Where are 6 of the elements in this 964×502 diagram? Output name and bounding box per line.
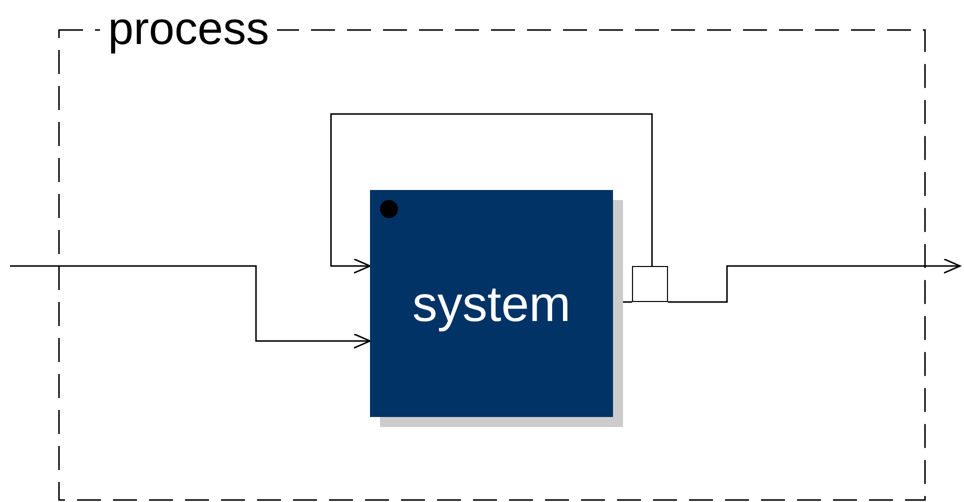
connector-arrow — [330, 113, 653, 274]
connector-arrow — [668, 258, 961, 303]
connector-arrow — [10, 265, 371, 349]
port-box — [632, 266, 668, 302]
block-label: system — [412, 274, 571, 332]
block-box — [370, 190, 613, 417]
